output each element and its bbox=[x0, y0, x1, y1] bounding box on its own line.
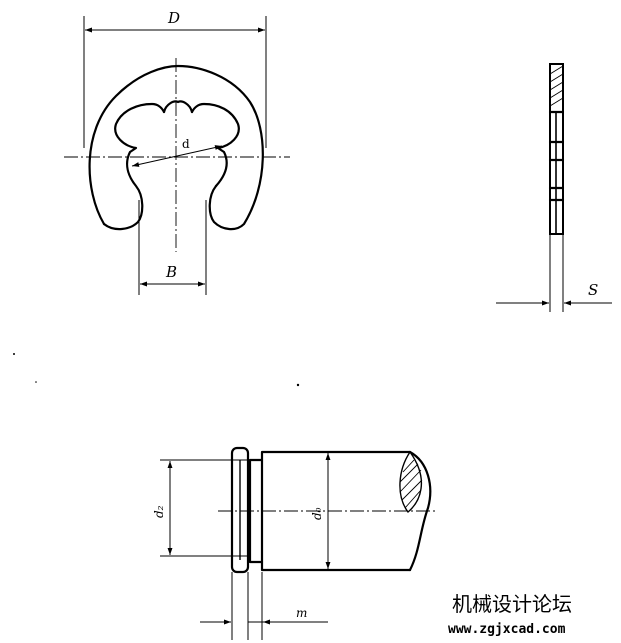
watermark-title: 机械设计论坛 bbox=[452, 592, 572, 616]
break-section bbox=[399, 450, 423, 514]
break-hatch bbox=[399, 459, 423, 509]
shaft-break bbox=[408, 450, 432, 572]
shaft-assembly-view: d₂ d₀ m bbox=[152, 446, 438, 640]
watermark-url: www.zgjxcad.com bbox=[448, 622, 566, 637]
label-d2: d₂ bbox=[152, 505, 166, 518]
label-d: d bbox=[182, 137, 190, 151]
label-B: B bbox=[165, 263, 177, 281]
side-hatch bbox=[549, 65, 564, 107]
clip-inner-left bbox=[102, 102, 166, 231]
label-m: m bbox=[296, 606, 307, 620]
e-clip-side-view: S bbox=[496, 63, 612, 312]
label-D: D bbox=[167, 9, 180, 27]
scan-dots bbox=[13, 353, 300, 387]
site-watermark: 机械设计论坛 www.zgjxcad.com bbox=[448, 592, 572, 637]
dim-d-line bbox=[131, 145, 223, 167]
label-S: S bbox=[588, 281, 598, 299]
clip-tooth bbox=[162, 100, 194, 114]
e-clip-front-view: D d B bbox=[64, 9, 290, 295]
label-d0: d₀ bbox=[310, 507, 324, 520]
clip-outer-outline bbox=[88, 64, 264, 231]
clip-inner-right bbox=[190, 102, 240, 188]
